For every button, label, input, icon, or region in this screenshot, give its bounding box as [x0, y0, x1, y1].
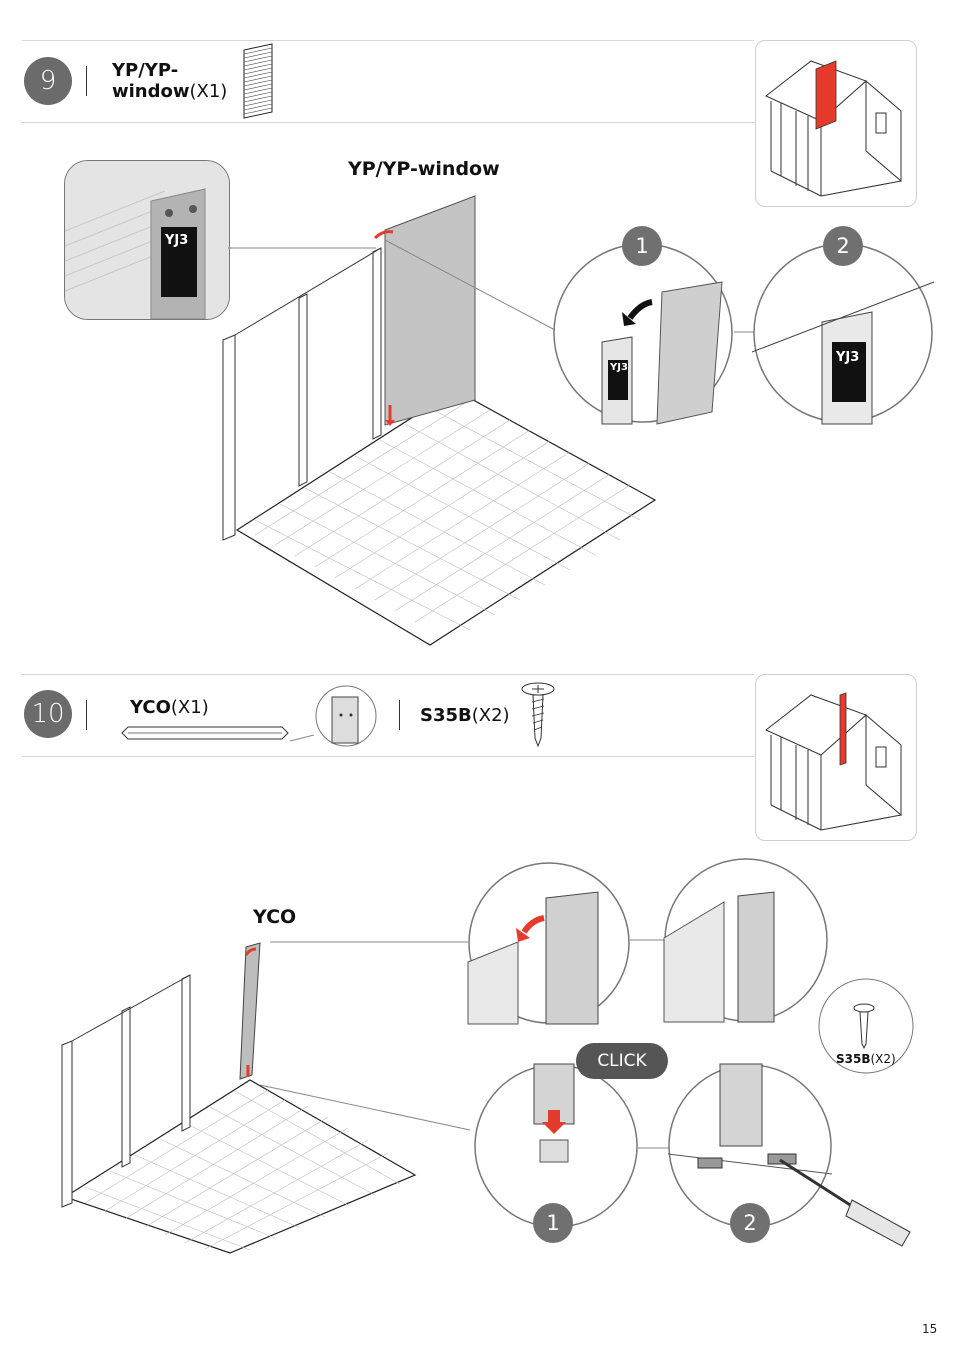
- step9-floor-diagram: [222, 195, 657, 646]
- profile-tag-label: YJ3: [165, 233, 189, 248]
- step10-screw-name: S35B: [420, 705, 472, 726]
- screw-callout-label: S35B(X2): [836, 1052, 896, 1066]
- yj3-profile-detail: YJ3: [64, 160, 230, 320]
- house-icon-2: [765, 692, 902, 831]
- step10-detail-top-2: [663, 858, 828, 1023]
- step9-part-qty: (X1): [189, 81, 228, 102]
- step10-connector-bottom: [638, 1147, 670, 1149]
- step10-callout-2: 2: [730, 1203, 770, 1243]
- yco-detail-icon: [289, 685, 377, 747]
- step10-separator-2: [399, 700, 400, 730]
- step9-house-thumbnail: [755, 40, 917, 207]
- window-panel-icon: [243, 43, 273, 119]
- yj3-tag-1: YJ3: [610, 362, 628, 373]
- step9-detail-1: [553, 243, 733, 425]
- step10-leader-line: [270, 941, 468, 943]
- step9-part-name: YP/YP-: [112, 60, 179, 81]
- step9-bottom-rule: [22, 122, 754, 123]
- step9-detail-2: [751, 243, 935, 425]
- step10-connector-top: [630, 939, 666, 941]
- step9-separator: [86, 66, 87, 96]
- step9-part-name-line2: window: [112, 81, 190, 102]
- step10-part-name: YCO: [130, 697, 171, 718]
- step10-part-qty: (X1): [170, 697, 209, 718]
- step10-callout-1: 1: [533, 1203, 573, 1243]
- step10-number-badge: 10: [24, 690, 72, 738]
- step10-screw-qty: (X2): [471, 705, 510, 726]
- page-number: 15: [922, 1322, 938, 1336]
- step9-number-badge: 9: [24, 57, 72, 105]
- step10-screw-title: S35B(X2): [420, 705, 510, 726]
- step10-detail-bottom-2: [667, 1063, 833, 1228]
- step9-diagram-label: YP/YP-window: [348, 158, 500, 180]
- step9-callout-1: 1: [622, 226, 662, 266]
- step10-top-rule: [22, 674, 754, 675]
- step10-detail-bottom-1: [474, 1063, 638, 1228]
- yj3-tag-2: YJ3: [836, 350, 860, 365]
- step10-part-title: YCO(X1): [130, 697, 209, 718]
- yco-profile-icon: [121, 726, 289, 740]
- step10-detail-top-1: [467, 862, 630, 1025]
- step10-separator: [86, 700, 87, 730]
- connector-1-2: [734, 331, 754, 333]
- screw-callout-circle: [818, 978, 914, 1074]
- screw-callout-name: S35B: [836, 1052, 871, 1066]
- step9-callout-2: 2: [823, 226, 863, 266]
- step10-diagram-label: YCO: [253, 906, 297, 928]
- step10-bottom-rule: [22, 756, 754, 757]
- step10-floor-diagram: [61, 942, 471, 1254]
- screw-callout-qty: (X2): [870, 1052, 896, 1066]
- step9-top-rule: [22, 40, 754, 41]
- profile-image: [65, 161, 229, 319]
- click-indicator: CLICK: [576, 1043, 668, 1079]
- screw-icon: [521, 682, 555, 748]
- step10-house-thumbnail: [755, 674, 917, 841]
- house-icon: [765, 60, 902, 197]
- screwdriver-icon: [779, 1158, 911, 1247]
- step9-part-title: YP/YP- window(X1): [112, 60, 227, 102]
- detail-leader-line: [228, 247, 376, 249]
